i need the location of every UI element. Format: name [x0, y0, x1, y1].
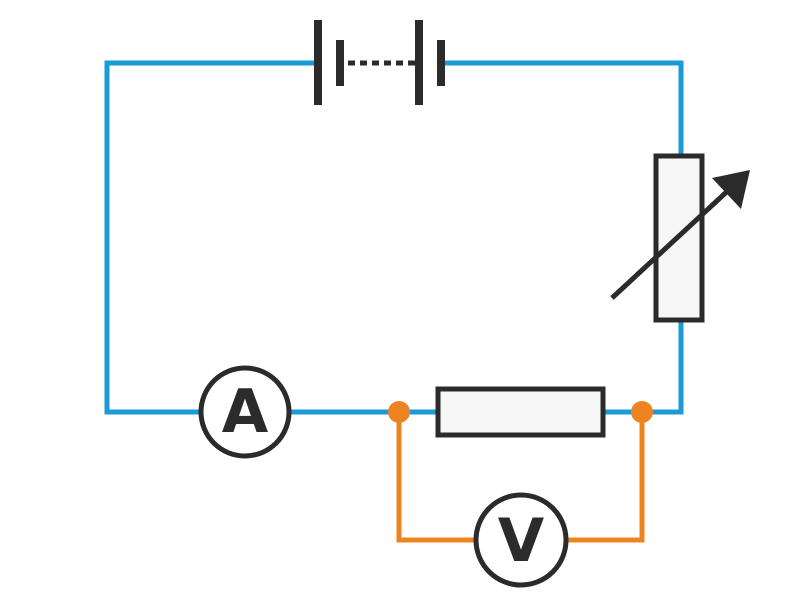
- variable-resistor: [610, 153, 750, 323]
- wire-battery-to-rheostat: [438, 60, 684, 159]
- junction-right: [631, 401, 653, 423]
- wire-left-loop: [104, 60, 321, 415]
- voltmeter: V: [473, 492, 569, 588]
- variable-resistor-body: [653, 153, 705, 323]
- ammeter-circle: [198, 365, 292, 459]
- wire-voltmeter-right: [566, 412, 645, 543]
- battery-symbol: [314, 20, 445, 105]
- voltmeter-wires: [396, 412, 645, 543]
- fixed-resistor: [435, 386, 606, 438]
- main-circuit-wires: [104, 60, 684, 415]
- voltmeter-circle: [473, 492, 569, 588]
- junction-left: [388, 401, 410, 423]
- wire-rheostat-to-junction: [639, 317, 684, 415]
- ammeter: A: [198, 365, 292, 459]
- variable-resistor-arrow-shaft: [610, 184, 735, 300]
- ammeter-label: A: [222, 377, 269, 447]
- wire-voltmeter-left: [396, 412, 476, 543]
- voltmeter-label: V: [498, 506, 545, 576]
- variable-resistor-arrowhead: [712, 170, 750, 209]
